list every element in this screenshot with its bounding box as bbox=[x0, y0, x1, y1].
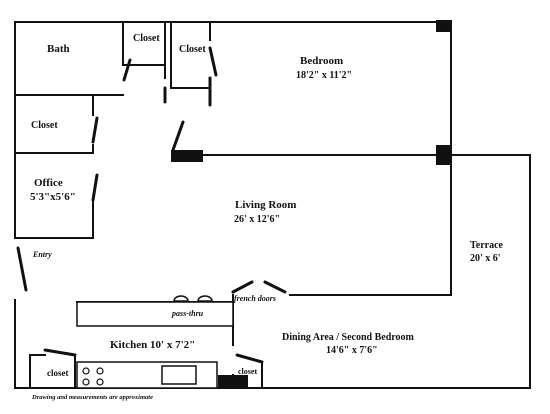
doors bbox=[16, 46, 287, 364]
dining-dims: 14'6" x 7'6" bbox=[326, 345, 378, 356]
living-room-label: Living Room bbox=[235, 199, 296, 211]
stove-burner bbox=[82, 378, 90, 386]
closet-small-label: closet bbox=[238, 367, 257, 376]
french-doors-label: french doors bbox=[234, 294, 276, 303]
living-room-dims: 26' x 12'6" bbox=[234, 214, 280, 225]
footnote: Drawing and measurements are approximate bbox=[31, 394, 153, 401]
kitchen-label: Kitchen 10' x 7'2" bbox=[110, 339, 195, 351]
kitchen-fixtures bbox=[76, 295, 234, 389]
dining-label: Dining Area / Second Bedroom bbox=[282, 332, 415, 343]
office-label: Office bbox=[34, 177, 63, 189]
closet-left-label: Closet bbox=[31, 120, 58, 131]
sink bbox=[161, 365, 197, 385]
terrace-dims: 20' x 6' bbox=[470, 253, 501, 264]
office-dims: 5'3"x5'6" bbox=[30, 191, 76, 203]
pass-thru-label: pass-thru bbox=[171, 309, 204, 318]
terrace-label: Terrace bbox=[470, 240, 504, 251]
closet-top-label: Closet bbox=[133, 33, 160, 44]
closet-kitchen-label: closet bbox=[47, 368, 69, 378]
bedroom-dims: 18'2" x 11'2" bbox=[296, 70, 352, 81]
stool-icon bbox=[173, 295, 189, 302]
pass-thru-counter bbox=[76, 301, 234, 327]
bedroom-label: Bedroom bbox=[300, 55, 343, 67]
stove-burner bbox=[82, 367, 90, 375]
bath-label: Bath bbox=[47, 43, 70, 55]
closet-bedroom-label: Closet bbox=[179, 44, 206, 55]
entry-label: Entry bbox=[32, 250, 52, 259]
pillars bbox=[171, 20, 452, 387]
stove-burner bbox=[96, 367, 104, 375]
stool-icon bbox=[197, 295, 213, 302]
stove-burner bbox=[96, 378, 104, 386]
